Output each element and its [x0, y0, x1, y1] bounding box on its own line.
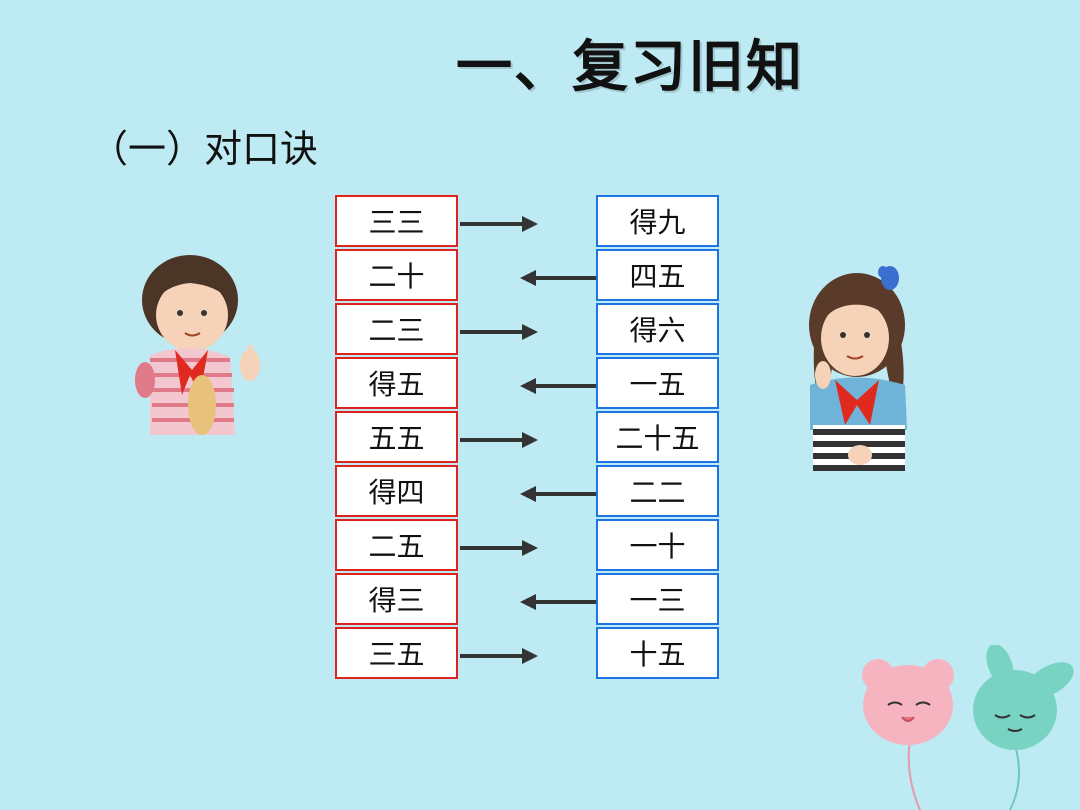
- boy-illustration: [135, 255, 260, 435]
- arrow-left-icon: [520, 270, 596, 286]
- left-cell[interactable]: 三五: [335, 627, 458, 679]
- right-cell[interactable]: 一五: [596, 357, 719, 409]
- arrow-right-icon: [460, 540, 538, 556]
- page-title: 一、复习旧知: [456, 35, 804, 100]
- arrow-right-icon: [460, 216, 538, 232]
- multiplication-rhyme-left-column: 三三 二十 二三 得五 五五 得四 二五 得三 三五: [335, 195, 458, 681]
- arrow-right-icon: [460, 324, 538, 340]
- girl-illustration: [809, 266, 907, 471]
- left-cell[interactable]: 二十: [335, 249, 458, 301]
- right-cell[interactable]: 得六: [596, 303, 719, 355]
- left-cell[interactable]: 得三: [335, 573, 458, 625]
- arrow-left-icon: [520, 486, 596, 502]
- right-cell[interactable]: 一三: [596, 573, 719, 625]
- arrow-left-icon: [520, 594, 596, 610]
- arrow-left-icon: [520, 378, 596, 394]
- right-cell[interactable]: 一十: [596, 519, 719, 571]
- right-cell[interactable]: 二二: [596, 465, 719, 517]
- left-cell[interactable]: 二五: [335, 519, 458, 571]
- left-cell[interactable]: 三三: [335, 195, 458, 247]
- right-cell[interactable]: 十五: [596, 627, 719, 679]
- balloon-decoration: [862, 645, 1074, 810]
- arrow-right-icon: [460, 432, 538, 448]
- right-cell[interactable]: 得九: [596, 195, 719, 247]
- left-cell[interactable]: 五五: [335, 411, 458, 463]
- left-cell[interactable]: 得四: [335, 465, 458, 517]
- right-cell[interactable]: 二十五: [596, 411, 719, 463]
- left-cell[interactable]: 二三: [335, 303, 458, 355]
- arrow-right-icon: [460, 648, 538, 664]
- section-subtitle: （一）对口诀: [90, 127, 319, 171]
- multiplication-rhyme-right-column: 得九 四五 得六 一五 二十五 二二 一十 一三 十五: [596, 195, 719, 681]
- left-cell[interactable]: 得五: [335, 357, 458, 409]
- right-cell[interactable]: 四五: [596, 249, 719, 301]
